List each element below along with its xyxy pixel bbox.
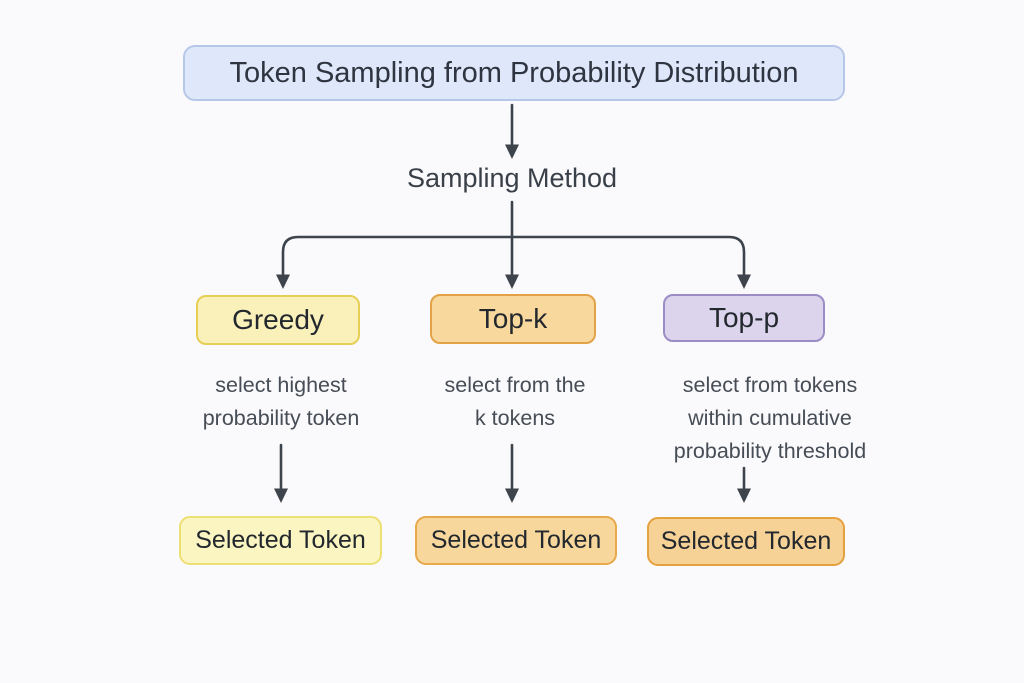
branch-description-topp: select from tokens within cumulative pro… xyxy=(640,369,900,468)
branch-node-topp: Top-p xyxy=(663,294,825,342)
description-line: select highest xyxy=(215,373,347,397)
branch-arrow-right xyxy=(510,235,751,289)
branch-description-topk: select from the k tokens xyxy=(395,369,635,435)
branch-description-greedy: select highest probability token xyxy=(161,369,401,435)
branch-node-greedy: Greedy xyxy=(196,295,360,345)
description-line: select from the xyxy=(444,373,586,397)
result-node-topp-label: Selected Token xyxy=(660,527,832,555)
decision-label: Sampling Method xyxy=(406,163,618,193)
root-node: Token Sampling from Probability Distribu… xyxy=(183,45,845,101)
description-line: select from tokens xyxy=(682,373,858,397)
result-node-greedy-label: Selected Token xyxy=(195,526,366,554)
branch-node-topk-label: Top-k xyxy=(478,303,548,334)
result-node-greedy: Selected Token xyxy=(179,516,382,565)
result-node-topp: Selected Token xyxy=(647,517,845,566)
description-line: within cumulative xyxy=(688,406,852,430)
description-line: probability threshold xyxy=(673,439,867,463)
root-node-label: Token Sampling from Probability Distribu… xyxy=(229,56,799,89)
result-node-topk-label: Selected Token xyxy=(430,526,602,554)
description-line: probability token xyxy=(202,406,360,430)
branch-arrow-left xyxy=(276,235,514,289)
branch-node-topk: Top-k xyxy=(430,294,596,344)
result-node-topk: Selected Token xyxy=(415,516,617,565)
branch-node-greedy-label: Greedy xyxy=(232,304,324,335)
branch-node-topp-label: Top-p xyxy=(708,302,780,333)
description-line: k tokens xyxy=(474,406,556,430)
